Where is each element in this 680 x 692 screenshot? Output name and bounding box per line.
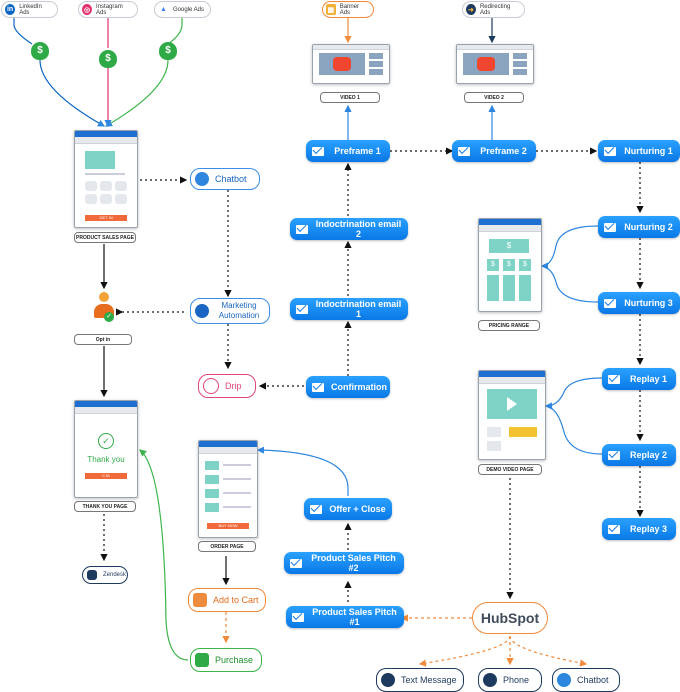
linkedin-ads-chip[interactable]: in LinkedIn Ads	[1, 1, 58, 18]
replay-1-email[interactable]: Replay 1	[602, 368, 676, 390]
drip-node[interactable]: Drip	[198, 374, 256, 398]
nurturing-1-email[interactable]: Nurturing 1	[598, 140, 680, 162]
thank-you-page-label: THANK YOU PAGE	[74, 501, 136, 512]
product-sales-page-mockup: GET IN	[74, 130, 138, 228]
chat-bubbles-icon	[195, 172, 209, 186]
preframe-2-email[interactable]: Preframe 2	[452, 140, 536, 162]
envelope-icon	[604, 146, 616, 156]
demo-video-page-label: DEMO VIDEO PAGE	[478, 464, 542, 475]
envelope-icon	[312, 382, 324, 392]
envelope-icon	[312, 146, 324, 156]
play-icon	[333, 57, 351, 71]
money-bag-icon: $	[31, 42, 49, 60]
envelope-icon	[290, 558, 302, 568]
money-bag-icon: $	[159, 42, 177, 60]
instagram-icon: ◎	[82, 4, 93, 15]
hubspot-node[interactable]: HubSpot	[472, 602, 548, 634]
dollar-icon: $	[489, 239, 529, 253]
product-sales-pitch-1-email[interactable]: Product Sales Pitch #1	[286, 606, 404, 628]
redirect-icon: ➜	[466, 4, 476, 15]
confirmation-email[interactable]: Confirmation	[306, 376, 390, 398]
redirecting-ads-chip[interactable]: ➜ Redirecting Ads	[462, 1, 525, 18]
product-sales-page-label: PRODUCT SALES PAGE	[74, 232, 136, 243]
video-1-label: VIDEO 1	[320, 92, 380, 103]
get-in-button[interactable]: GET IN	[85, 215, 127, 221]
zendesk-icon	[87, 570, 97, 580]
marketing-automation-node[interactable]: Marketing Automation	[190, 298, 270, 324]
replay-3-email[interactable]: Replay 3	[602, 518, 676, 540]
cta-button[interactable]: CTA	[85, 473, 127, 479]
product-sales-pitch-2-email[interactable]: Product Sales Pitch #2	[284, 552, 404, 574]
drip-icon	[203, 378, 219, 394]
buy-now-button[interactable]: BUY NOW	[207, 523, 249, 529]
google-ads-icon: ▲	[158, 4, 169, 15]
check-icon: ✓	[104, 312, 114, 322]
offer-close-email[interactable]: Offer + Close	[304, 498, 392, 520]
envelope-icon	[608, 450, 620, 460]
check-circle-icon: ✓	[98, 433, 114, 449]
money-bag-icon: $	[99, 50, 117, 68]
cart-icon	[193, 593, 207, 607]
play-icon	[507, 397, 517, 411]
chatbot-2-node[interactable]: Chatbot	[552, 668, 620, 692]
gear-icon	[195, 304, 209, 318]
envelope-icon	[296, 304, 308, 314]
chat-bubbles-icon	[557, 673, 571, 687]
envelope-icon	[296, 224, 308, 234]
sms-icon	[381, 673, 395, 687]
dollar-icon: $	[503, 259, 515, 271]
zendesk-node[interactable]: Zendesk	[82, 566, 128, 584]
envelope-icon	[608, 374, 620, 384]
envelope-icon	[604, 298, 616, 308]
linkedin-icon: in	[5, 4, 16, 15]
order-page-mockup: BUY NOW	[198, 440, 258, 538]
nurturing-3-email[interactable]: Nurturing 3	[598, 292, 680, 314]
envelope-icon	[458, 146, 470, 156]
dollar-icon: $	[519, 259, 531, 271]
nurturing-2-email[interactable]: Nurturing 2	[598, 216, 680, 238]
envelope-icon	[608, 524, 620, 534]
banner-icon: ▦	[326, 4, 336, 15]
indoctrination-email-2[interactable]: Indoctrination email 2	[290, 218, 408, 240]
google-ads-chip[interactable]: ▲ Google Ads	[154, 1, 211, 18]
envelope-icon	[292, 612, 304, 622]
opt-in-label: Opt in	[74, 334, 132, 345]
play-icon	[477, 57, 495, 71]
preframe-1-email[interactable]: Preframe 1	[306, 140, 390, 162]
dollar-icon: $	[487, 259, 499, 271]
phone-node[interactable]: Phone	[478, 668, 542, 692]
envelope-icon	[310, 504, 322, 514]
pricing-range-label: PRICING RANGE	[478, 320, 540, 331]
video-2-label: VIDEO 2	[464, 92, 524, 103]
replay-2-email[interactable]: Replay 2	[602, 444, 676, 466]
thank-you-page-mockup: ✓ Thank you CTA	[74, 400, 138, 498]
shopping-bag-icon	[195, 653, 209, 667]
thank-you-text: Thank you	[87, 455, 125, 464]
person-icon: ✓	[94, 292, 114, 322]
envelope-icon	[604, 222, 616, 232]
chatbot-node[interactable]: Chatbot	[190, 168, 260, 190]
order-page-label: ORDER PAGE	[198, 541, 256, 552]
banner-ads-chip[interactable]: ▦ Banner Ads	[322, 1, 374, 18]
phone-icon	[483, 673, 497, 687]
video-2-mockup	[456, 44, 534, 84]
purchase-node[interactable]: Purchase	[190, 648, 262, 672]
instagram-ads-chip[interactable]: ◎ Instagram Ads	[78, 1, 138, 18]
text-message-node[interactable]: Text Message	[376, 668, 464, 692]
indoctrination-email-1[interactable]: Indoctrination email 1	[290, 298, 408, 320]
add-to-cart-node[interactable]: Add to Cart	[188, 588, 266, 612]
demo-video-page-mockup	[478, 370, 546, 460]
video-1-mockup	[312, 44, 390, 84]
pricing-page-mockup: $ $ $ $	[478, 218, 542, 312]
